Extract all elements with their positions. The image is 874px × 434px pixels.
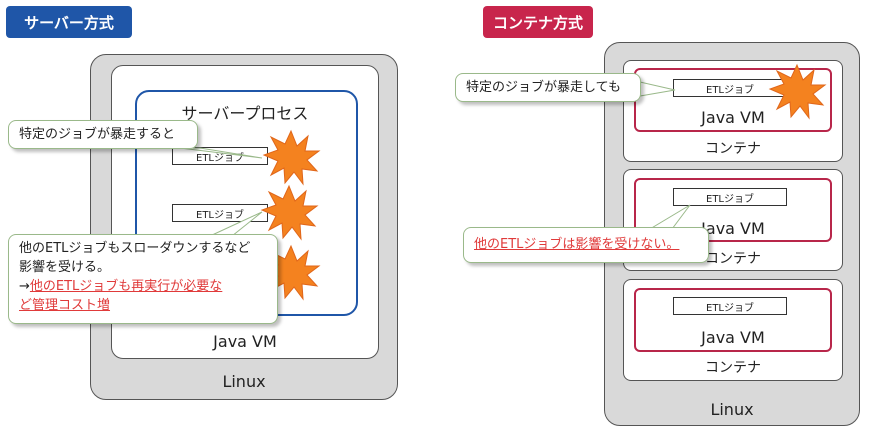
container-vm-label-3: Java VM	[701, 328, 765, 347]
server-callout-runaway-tail	[179, 147, 263, 159]
server-callout-effect-line-3: →他のETLジョブも再実行が必要な	[19, 277, 267, 296]
container-callout-runaway: 特定のジョブが暴走しても	[455, 73, 641, 102]
server-explosion-icon-2	[261, 185, 318, 240]
server-explosion-icon-1	[263, 130, 320, 185]
container-callout-runaway-tail	[639, 81, 676, 97]
server-process-label: サーバープロセス	[181, 104, 309, 123]
container-etl-job-2: ETLジョブ	[673, 188, 787, 206]
container-callout-effect-tail	[648, 204, 691, 230]
container-linux-label: Linux	[710, 400, 754, 419]
container-label-3: コンテナ	[705, 360, 761, 376]
container-method-title: コンテナ方式	[483, 6, 593, 38]
server-callout-effect: 他のETLジョブもスローダウンするなど 影響を受ける。 →他のETLジョブも再実…	[8, 234, 278, 324]
container-vm-label-1: Java VM	[701, 108, 765, 127]
container-callout-effect: 他のETLジョブは影響を受けない。	[463, 227, 709, 263]
server-jvm-label: Java VM	[213, 332, 277, 351]
server-callout-warning-1: 他のETLジョブも再実行が必要な	[29, 279, 223, 294]
server-linux-label: Linux	[222, 372, 266, 391]
server-method-title: サーバー方式	[6, 6, 132, 38]
container-vm-label-2: Java VM	[701, 219, 765, 238]
arrow-prefix: →	[19, 279, 30, 294]
server-callout-effect-line-2: 影響を受ける。	[19, 260, 111, 275]
container-label-2: コンテナ	[705, 251, 761, 267]
server-callout-warning-2: ど管理コスト増	[19, 298, 111, 313]
server-callout-runaway: 特定のジョブが暴走すると	[8, 120, 198, 149]
container-label-1: コンテナ	[705, 141, 761, 157]
server-callout-effect-line-1: 他のETLジョブもスローダウンするなど	[19, 241, 251, 256]
container-etl-job-3: ETLジョブ	[673, 297, 787, 315]
container-callout-no-impact: 他のETLジョブは影響を受けない。	[474, 237, 680, 252]
server-callout-effect-tail	[209, 211, 263, 237]
server-etl-job-2: ETLジョブ	[172, 204, 268, 222]
container-explosion-icon	[769, 64, 826, 119]
container-etl-job-1: ETLジョブ	[673, 79, 787, 97]
